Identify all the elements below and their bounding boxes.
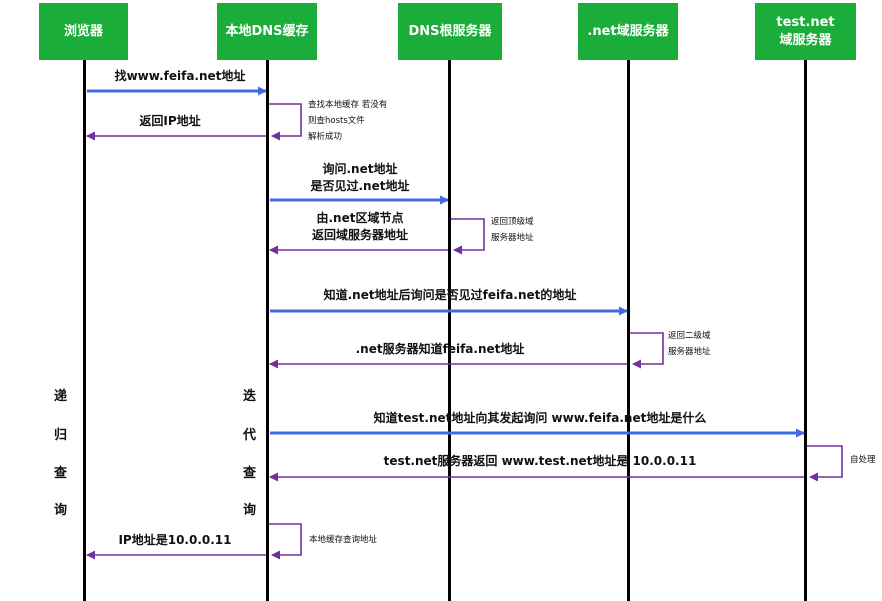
- message-label-3: 询问.net地址 是否见过.net地址: [310, 162, 410, 193]
- actor-browser-label: 浏览器: [63, 23, 103, 39]
- lifeline-test-dns: [804, 60, 807, 601]
- lifeline-net-dns: [627, 60, 630, 601]
- message-label-4: 由.net区域节点 返回域服务器地址: [311, 211, 408, 242]
- message-label-1: 找www.feifa.net地址: [114, 69, 246, 83]
- side-label-iterative-1: 迭: [243, 389, 257, 404]
- arrow-self-test: [807, 445, 843, 482]
- side-label-recursive-4: 询: [54, 503, 68, 518]
- arrow-self-net: [630, 332, 664, 369]
- note-label-net: 返回二级域 服务器地址: [668, 331, 711, 357]
- side-label-recursive-3: 查: [54, 466, 68, 481]
- actor-root-dns-label: DNS根服务器: [408, 23, 492, 39]
- actor-root-dns: DNS根服务器: [398, 3, 502, 60]
- actor-net-dns: .net域服务器: [578, 3, 678, 60]
- arrow-self-local-1: [269, 103, 302, 141]
- side-label-iterative-2: 代: [243, 428, 257, 443]
- arrow-self-root: [451, 218, 485, 255]
- actor-local-dns: 本地DNS缓存: [217, 3, 317, 60]
- arrow-self-local-2: [269, 523, 302, 560]
- actor-browser: 浏览器: [39, 3, 128, 60]
- note-label-local-1: 查找本地缓存 若没有 则查hosts文件 解析成功: [308, 100, 388, 142]
- note-label-test: 自处理: [850, 455, 876, 465]
- lifeline-root-dns: [448, 60, 451, 601]
- side-label-iterative-3: 查: [243, 466, 257, 481]
- side-label-iterative-4: 询: [243, 503, 257, 518]
- message-label-8: test.net服务器返回 www.test.net地址是 10.0.0.11: [383, 454, 697, 468]
- actor-test-dns-label: test.net 域服务器: [776, 14, 835, 48]
- message-label-9: IP地址是10.0.0.11: [118, 533, 232, 547]
- note-label-local-2: 本地缓存查询地址: [309, 535, 378, 545]
- actor-test-dns: test.net 域服务器: [755, 3, 856, 60]
- lifeline-local-dns: [266, 60, 269, 601]
- actor-net-dns-label: .net域服务器: [587, 23, 669, 39]
- message-label-5: 知道.net地址后询问是否见过feifa.net的地址: [323, 288, 577, 302]
- actor-local-dns-label: 本地DNS缓存: [225, 23, 309, 39]
- lifeline-browser: [83, 60, 86, 601]
- side-label-recursive-2: 归: [54, 428, 68, 443]
- note-label-root: 返回顶级域 服务器地址: [491, 217, 534, 243]
- message-label-2: 返回IP地址: [139, 114, 201, 128]
- message-label-6: .net服务器知道feifa.net地址: [355, 342, 525, 356]
- side-label-recursive-1: 递: [54, 389, 68, 404]
- message-label-7: 知道test.net地址向其发起询问 www.feifa.net地址是什么: [373, 411, 707, 425]
